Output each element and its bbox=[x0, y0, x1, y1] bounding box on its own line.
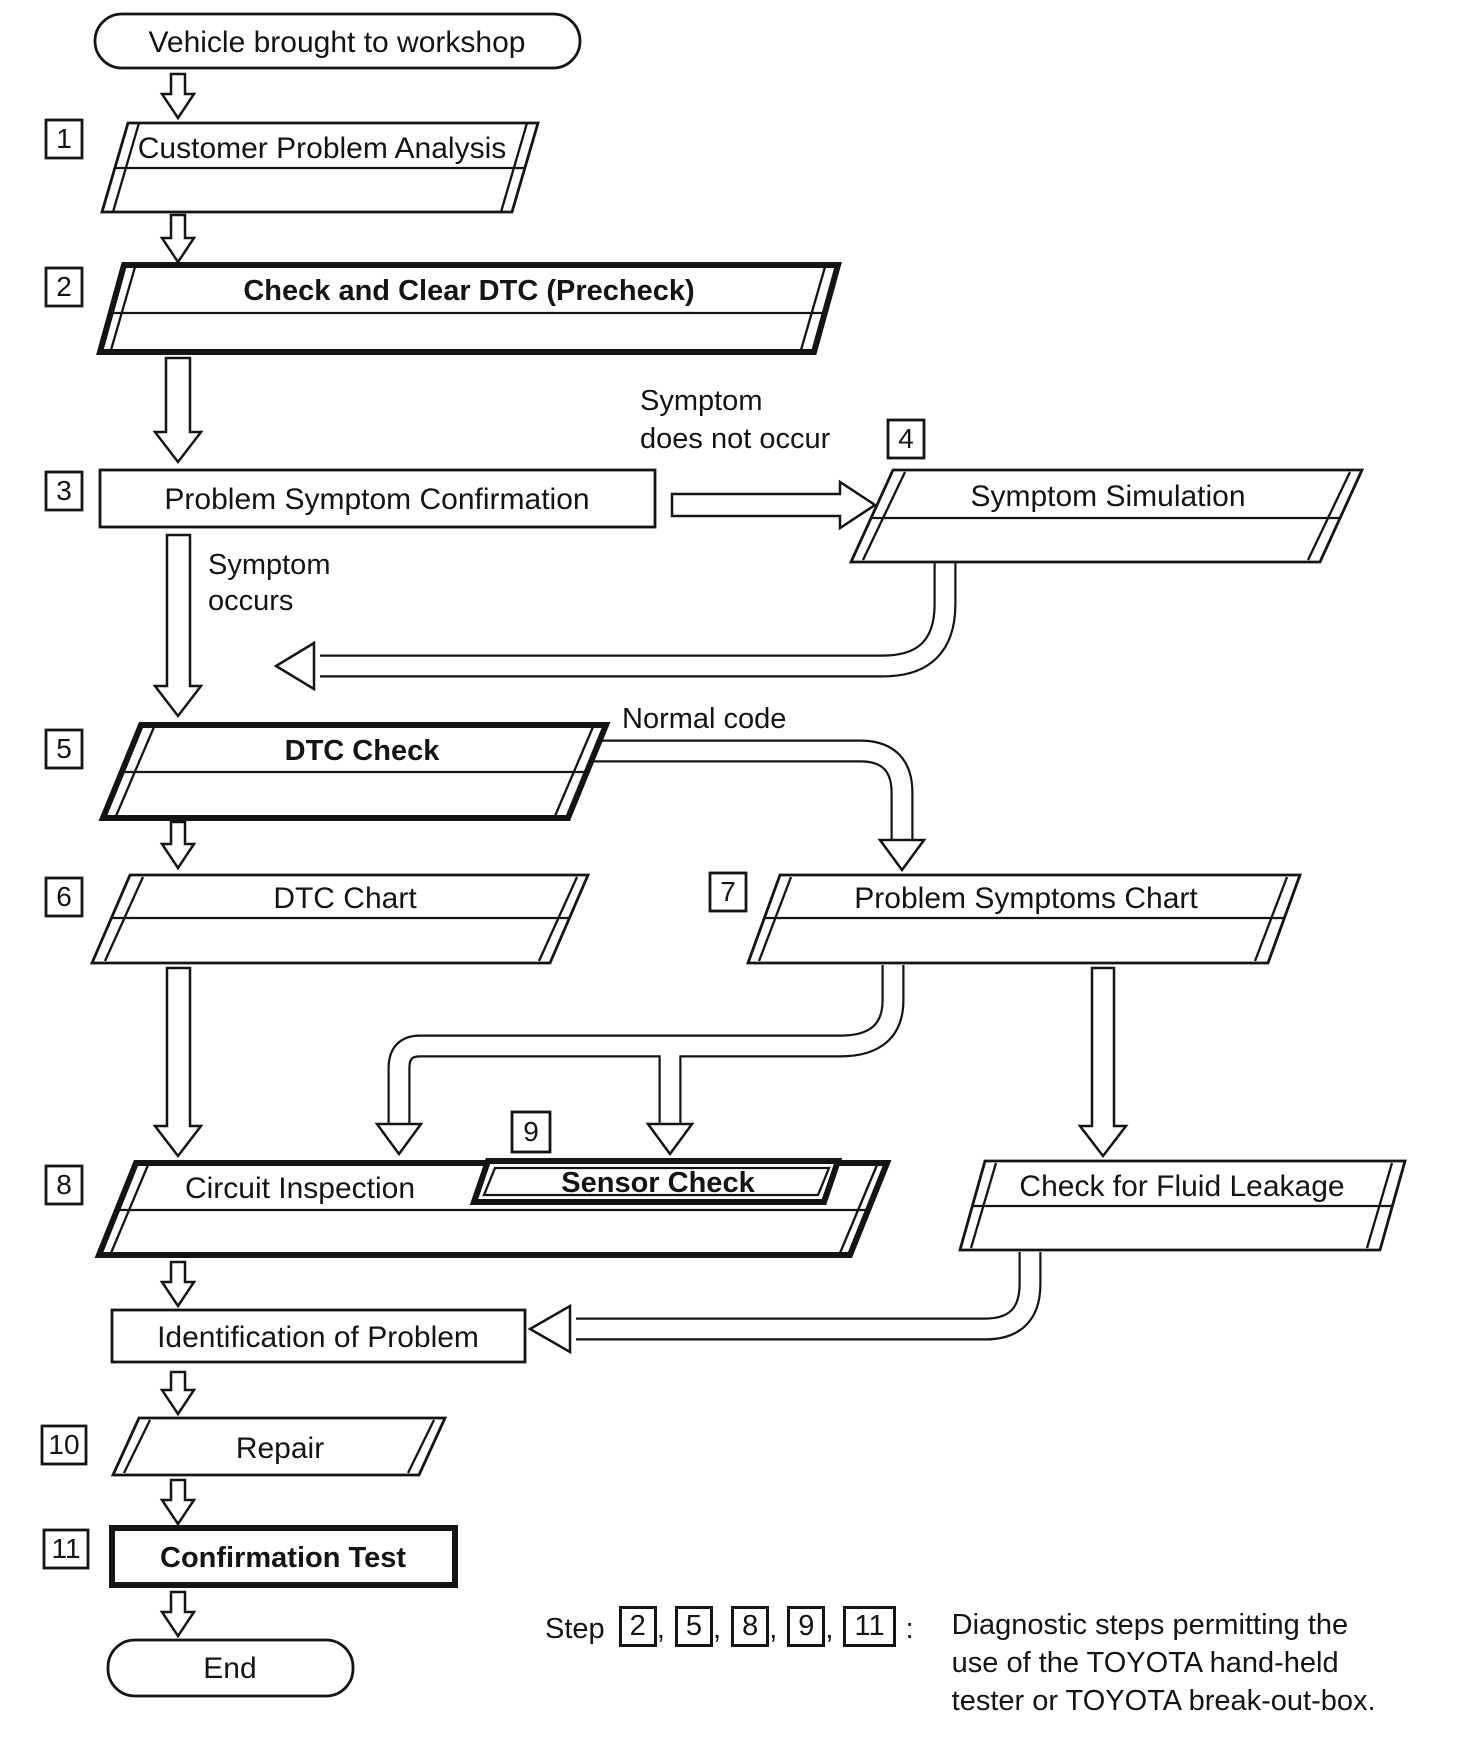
node-check-clear-dtc bbox=[96, 262, 842, 355]
node-label: Customer Problem Analysis bbox=[138, 132, 506, 165]
legend-text-line2: use of the TOYOTA hand-held bbox=[951, 1647, 1339, 1679]
node-problem-symptom-confirmation bbox=[98, 468, 657, 529]
step-number-3: 3 bbox=[56, 475, 72, 506]
step-number-4: 4 bbox=[898, 423, 914, 454]
step-number-1: 1 bbox=[56, 123, 72, 154]
arrow-down-icon bbox=[374, 1122, 424, 1157]
edge-label-normal-code: Normal code bbox=[622, 703, 786, 735]
legend-step-badge-5: 5 bbox=[674, 1606, 714, 1647]
node-label: Confirmation Test bbox=[160, 1542, 406, 1574]
node-label: Problem Symptoms Chart bbox=[854, 882, 1198, 915]
arrow-down-icon bbox=[645, 1122, 695, 1157]
node-label: Circuit Inspection bbox=[185, 1172, 415, 1205]
step-number-6: 6 bbox=[56, 881, 72, 912]
legend-step-badge-9: 9 bbox=[787, 1606, 826, 1647]
legend-text-line1: Diagnostic steps permitting the bbox=[951, 1609, 1349, 1641]
connector-symptoms-chart-to-inspection bbox=[374, 960, 905, 1157]
connector-fluid-to-identification bbox=[527, 1246, 1042, 1355]
step-number-8: 8 bbox=[56, 1169, 72, 1200]
node-symptom-simulation bbox=[848, 468, 1365, 564]
edge-label-symptom-not-occur: Symptom bbox=[640, 385, 762, 417]
legend-colon: : bbox=[905, 1613, 914, 1645]
arrow-left-icon bbox=[273, 640, 316, 692]
step-number-box-3 bbox=[44, 470, 84, 512]
legend-step-badge-2: 2 bbox=[618, 1606, 657, 1647]
node-label: DTC Check bbox=[285, 735, 441, 767]
arrow-6-to-8 bbox=[152, 966, 204, 1159]
sensor-check-inner-border bbox=[482, 1166, 831, 1197]
arrow-identification-to-10 bbox=[159, 1370, 197, 1417]
arrow-2-to-3 bbox=[152, 356, 204, 465]
legend-comma: , bbox=[713, 1613, 722, 1645]
edge-label-symptom-occurs: occurs bbox=[208, 585, 293, 617]
arrow-3-to-5 bbox=[152, 533, 204, 719]
node-sensor-check bbox=[469, 1158, 843, 1205]
node-label: DTC Chart bbox=[273, 882, 417, 915]
node-label: Check for Fluid Leakage bbox=[1019, 1170, 1344, 1203]
node-repair bbox=[110, 1416, 448, 1477]
legend-step-badge-11: 11 bbox=[843, 1606, 896, 1647]
node-label: Problem Symptom Confirmation bbox=[164, 483, 589, 516]
arrow-down-icon bbox=[877, 838, 927, 873]
step-number-box-11 bbox=[42, 1528, 90, 1570]
node-label: Identification of Problem bbox=[157, 1321, 479, 1354]
arrow-3-to-4 bbox=[670, 479, 878, 531]
start-label: Vehicle brought to workshop bbox=[149, 26, 526, 59]
start-terminator bbox=[93, 12, 582, 70]
legend-step-badge-8: 8 bbox=[731, 1606, 770, 1647]
legend-comma: , bbox=[769, 1613, 778, 1645]
step-number-10: 10 bbox=[48, 1429, 79, 1460]
node-identification-of-problem bbox=[110, 1308, 527, 1364]
step-number-box-4 bbox=[886, 418, 926, 460]
step-number-2: 2 bbox=[56, 271, 72, 302]
legend-comma: , bbox=[825, 1613, 834, 1645]
arrow-left-icon bbox=[527, 1303, 572, 1355]
step-number-box-7 bbox=[708, 871, 748, 913]
step-number-box-6 bbox=[44, 876, 84, 918]
step-number-7: 7 bbox=[720, 876, 736, 907]
step-number-box-5 bbox=[44, 728, 84, 770]
node-label: Check and Clear DTC (Precheck) bbox=[243, 275, 694, 307]
node-label: Sensor Check bbox=[561, 1167, 755, 1199]
arrow-10-to-11 bbox=[159, 1478, 197, 1527]
arrow-start-to-1 bbox=[159, 72, 197, 121]
node-label: Symptom Simulation bbox=[970, 480, 1245, 513]
arrow-5-to-6 bbox=[159, 820, 197, 871]
arrow-8-to-identification bbox=[159, 1260, 197, 1309]
connector-normal-code bbox=[588, 739, 927, 873]
node-confirmation-test bbox=[109, 1525, 458, 1588]
step-number-box-1 bbox=[44, 118, 84, 160]
step-number-box-9 bbox=[510, 1110, 552, 1154]
node-label: Repair bbox=[236, 1432, 324, 1465]
step-number-box-2 bbox=[44, 266, 84, 308]
step-number-9: 9 bbox=[523, 1116, 539, 1147]
step-number-5: 5 bbox=[56, 733, 72, 764]
legend-step-word: Step bbox=[545, 1613, 605, 1645]
connector-symptom-simulation-return bbox=[273, 554, 957, 692]
step-number-box-10 bbox=[40, 1424, 88, 1466]
legend-text: Diagnostic steps permitting the use of t… bbox=[952, 1606, 1432, 1720]
step-number-box-8 bbox=[44, 1164, 84, 1206]
end-label: End bbox=[203, 1652, 256, 1685]
arrow-11-to-end bbox=[159, 1590, 197, 1639]
arrow-1-to-2 bbox=[159, 213, 197, 265]
end-terminator bbox=[106, 1638, 355, 1698]
legend-comma: , bbox=[656, 1613, 665, 1645]
legend: Step 2, 5, 8, 9, 11 : Diagnostic steps p… bbox=[545, 1606, 1432, 1720]
edge-label-symptom-not-occur: does not occur bbox=[640, 423, 831, 455]
legend-text-line3: tester or TOYOTA break-out-box. bbox=[951, 1685, 1376, 1717]
edge-label-symptom-occurs: Symptom bbox=[208, 549, 330, 581]
arrow-7-to-fluid bbox=[1077, 966, 1129, 1159]
step-number-11: 11 bbox=[51, 1533, 80, 1564]
